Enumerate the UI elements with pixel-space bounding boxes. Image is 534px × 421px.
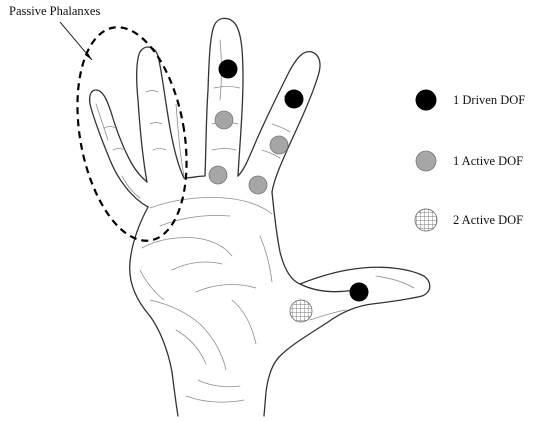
passive-phalanxes-label: Passive Phalanxes <box>9 4 100 18</box>
legend-active-dot <box>416 151 436 171</box>
driven-dof-dot-index <box>285 90 304 109</box>
legend-driven-dot <box>416 90 437 111</box>
index-finger-outline <box>238 52 320 192</box>
driven-dof-dot-middle <box>219 60 238 79</box>
legend-grid-dot <box>415 209 437 231</box>
hand-outline <box>90 18 430 416</box>
two-active-dof-dot-thumb <box>290 300 312 322</box>
legend-two-active-label: 2 Active DOF <box>453 213 523 227</box>
driven-dof-dot-thumb <box>350 283 369 302</box>
palm-right-outline <box>264 192 430 416</box>
active-dof-dot-index-2 <box>249 176 267 194</box>
legend-driven-label: 1 Driven DOF <box>453 93 525 107</box>
active-dof-dot-middle-2 <box>209 166 227 184</box>
thumb-crease-outline <box>300 284 354 292</box>
hand-creases <box>96 40 414 402</box>
active-dof-dot-index-1 <box>270 136 288 154</box>
passive-phalanxes-ellipse <box>62 19 202 250</box>
active-dof-dot-middle-1 <box>215 111 233 129</box>
middle-finger-outline <box>184 18 243 178</box>
legend-active-label: 1 Active DOF <box>453 154 523 168</box>
